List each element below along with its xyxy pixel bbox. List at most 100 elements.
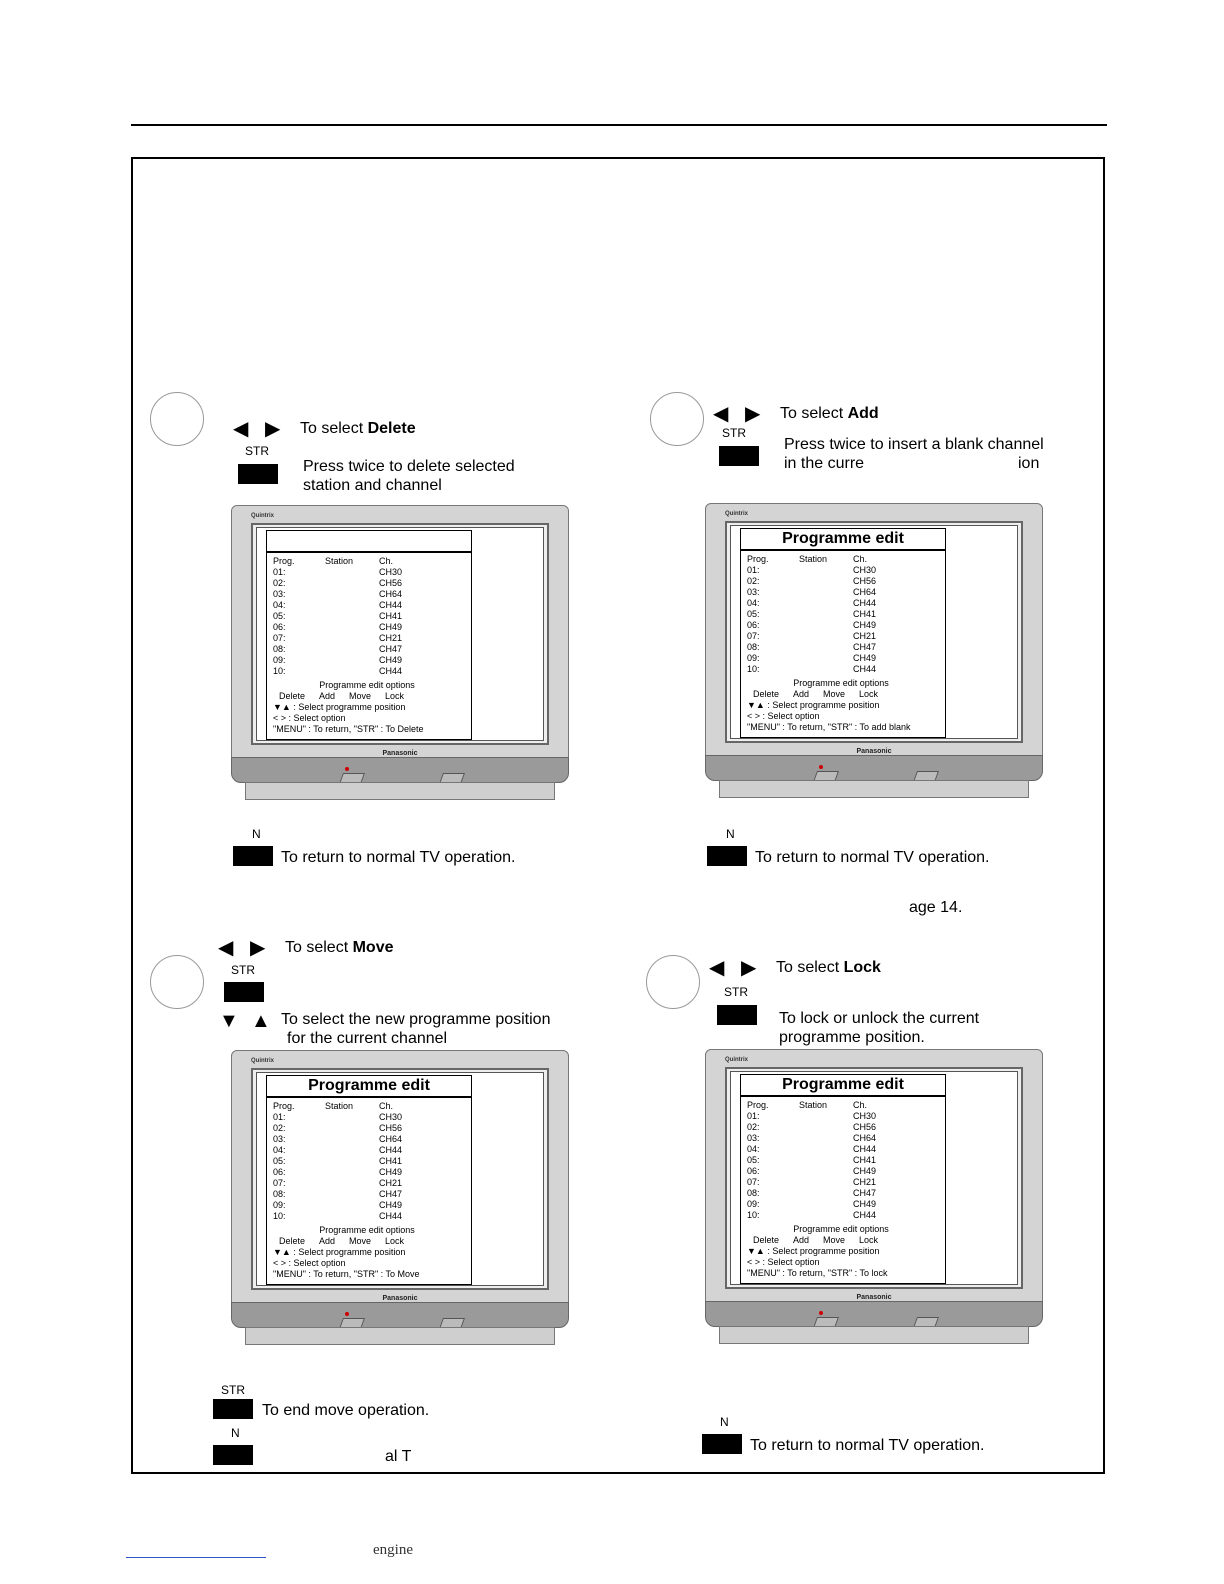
- left-right-arrows-icon: ◀▶: [218, 937, 282, 959]
- table-row: 02:CH56: [747, 576, 947, 587]
- option-delete: Delete: [279, 691, 305, 701]
- programme-edit-menu: Prog. Station Ch. 01:CH30 02:CH56 03:CH6…: [740, 550, 946, 738]
- menu-title: [266, 530, 472, 552]
- tv-maker-logo: Panasonic: [231, 1295, 569, 1302]
- help-line: < > : Select option: [747, 1257, 820, 1268]
- n-key-button[interactable]: [702, 1434, 742, 1454]
- n-key-button[interactable]: [233, 846, 273, 866]
- programme-edit-menu: Prog. Station Ch. 01:CH30 02:CH56 03:CH6…: [266, 1097, 472, 1285]
- footer-link-underline[interactable]: [126, 1557, 266, 1558]
- tv-illustration: Quintrix Programme edit Prog. Station Ch…: [231, 1050, 569, 1350]
- select-delete-instruction: To select Delete: [300, 419, 416, 438]
- n-key-label: N: [252, 827, 261, 841]
- table-row: 04:CH44: [747, 1144, 947, 1155]
- left-right-arrows-icon: ◀▶: [233, 418, 297, 440]
- str-key-button[interactable]: [213, 1399, 253, 1419]
- n-key-button[interactable]: [213, 1445, 253, 1465]
- col-header-station: Station: [325, 556, 353, 566]
- option-delete: Delete: [753, 1235, 779, 1245]
- menu-title: Programme edit: [740, 1074, 946, 1096]
- tv-maker-logo: Panasonic: [705, 1294, 1043, 1301]
- tv-screen: Prog. Station Ch. 01:CH30 02:CH56 03:CH6…: [256, 527, 544, 741]
- table-row: 07:CH21: [747, 631, 947, 642]
- option-add: Add: [319, 691, 335, 701]
- table-row: 05:CH41: [747, 1155, 947, 1166]
- menu-title: Programme edit: [740, 528, 946, 550]
- str-key-button[interactable]: [224, 982, 264, 1002]
- options-title: Programme edit options: [741, 678, 941, 688]
- programme-edit-menu: Prog. Station Ch. 01:CH30 02:CH56 03:CH6…: [266, 552, 472, 740]
- table-row: 10:CH44: [273, 1211, 473, 1222]
- option-move: Move: [349, 691, 371, 701]
- table-row: 06:CH49: [273, 622, 473, 633]
- option-lock: Lock: [859, 689, 878, 699]
- str-key-button[interactable]: [717, 1005, 757, 1025]
- table-row: 03:CH64: [273, 1134, 473, 1145]
- step-circle: [646, 955, 700, 1009]
- str-key-button[interactable]: [719, 446, 759, 466]
- tv-brand-logo: Quintrix: [725, 1057, 748, 1063]
- table-row: 09:CH49: [273, 1200, 473, 1211]
- return-instruction: al T: [385, 1447, 411, 1466]
- option-move: Move: [349, 1236, 371, 1246]
- help-line: "MENU" : To return, "STR" : To add blank: [747, 722, 911, 733]
- help-line: < > : Select option: [747, 711, 820, 722]
- option-delete: Delete: [753, 689, 779, 699]
- table-row: 02:CH56: [273, 1123, 473, 1134]
- option-add: Add: [319, 1236, 335, 1246]
- col-header-station: Station: [799, 554, 827, 564]
- select-add-instruction: To select Add: [780, 404, 879, 423]
- table-row: 07:CH21: [273, 633, 473, 644]
- header-rule: [131, 124, 1107, 126]
- col-header-station: Station: [325, 1101, 353, 1111]
- table-row: 07:CH21: [747, 1177, 947, 1188]
- help-line: "MENU" : To return, "STR" : To lock: [747, 1268, 887, 1279]
- table-row: 03:CH64: [747, 1133, 947, 1144]
- table-row: 07:CH21: [273, 1178, 473, 1189]
- return-instruction: To return to normal TV operation.: [750, 1436, 985, 1455]
- table-row: 03:CH64: [747, 587, 947, 598]
- help-line: "MENU" : To return, "STR" : To Move: [273, 1269, 420, 1280]
- col-header-ch: Ch.: [853, 1100, 867, 1110]
- option-lock: Lock: [859, 1235, 878, 1245]
- option-move: Move: [823, 689, 845, 699]
- help-line: ▼▲ : Select programme position: [273, 702, 405, 713]
- step-circle: [150, 955, 204, 1009]
- tv-screen: Programme edit Prog. Station Ch. 01:CH30…: [256, 1072, 544, 1286]
- table-row: 02:CH56: [747, 1122, 947, 1133]
- left-right-arrows-icon: ◀▶: [709, 957, 773, 979]
- tv-brand-logo: Quintrix: [251, 1058, 274, 1064]
- col-header-prog: Prog.: [273, 1101, 295, 1111]
- option-add: Add: [793, 1235, 809, 1245]
- table-row: 01:CH30: [747, 1111, 947, 1122]
- table-row: 01:CH30: [747, 565, 947, 576]
- table-row: 01:CH30: [273, 567, 473, 578]
- step-circle: [650, 392, 704, 446]
- table-row: 06:CH49: [747, 1166, 947, 1177]
- str-key-button[interactable]: [238, 464, 278, 484]
- str-key-label: STR: [245, 444, 269, 458]
- table-row: 08:CH47: [273, 1189, 473, 1200]
- col-header-ch: Ch.: [379, 1101, 393, 1111]
- tv-illustration: Quintrix Programme edit Prog. Station Ch…: [705, 1049, 1043, 1349]
- n-key-label: N: [726, 827, 735, 841]
- options-title: Programme edit options: [741, 1224, 941, 1234]
- tv-illustration: Quintrix Programme edit Prog. Station Ch…: [705, 503, 1043, 803]
- menu-title: Programme edit: [266, 1075, 472, 1097]
- options-row: DeleteAddMoveLock: [279, 1236, 418, 1246]
- n-key-label: N: [231, 1426, 240, 1440]
- table-row: 08:CH47: [273, 644, 473, 655]
- str-key-label: STR: [221, 1383, 245, 1397]
- table-row: 05:CH41: [747, 609, 947, 620]
- col-header-ch: Ch.: [379, 556, 393, 566]
- programme-edit-menu: Prog. Station Ch. 01:CH30 02:CH56 03:CH6…: [740, 1096, 946, 1284]
- str-key-label: STR: [724, 985, 748, 999]
- tv-brand-logo: Quintrix: [251, 513, 274, 519]
- options-title: Programme edit options: [267, 680, 467, 690]
- table-row: 10:CH44: [273, 666, 473, 677]
- table-row: 08:CH47: [747, 1188, 947, 1199]
- n-key-button[interactable]: [707, 846, 747, 866]
